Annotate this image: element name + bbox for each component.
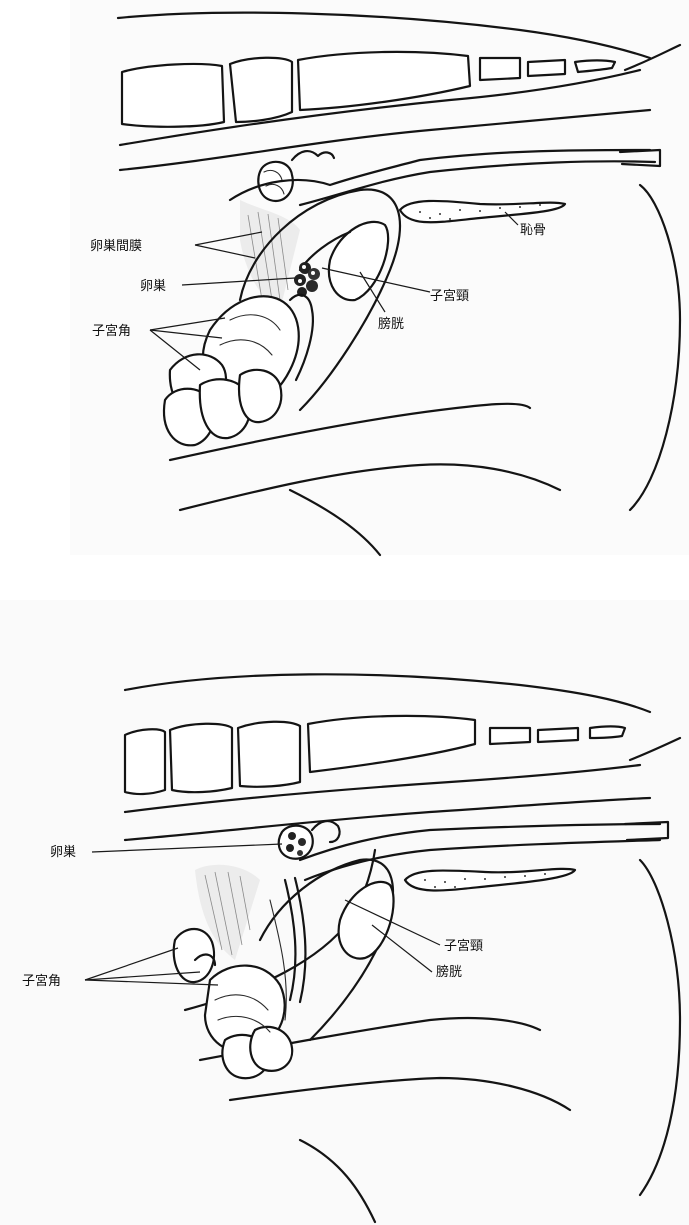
label-cervix-bottom: 子宮頸 [444, 938, 483, 954]
label-cervix-top: 子宮頸 [430, 288, 469, 304]
label-ovary-bottom: 卵巣 [50, 845, 76, 860]
label-uterine-horn-top: 子宮角 [92, 323, 131, 339]
label-mesovarium-top: 卵巣間膜 [90, 239, 142, 254]
label-bladder-bottom: 膀胱 [436, 964, 462, 980]
label-pubis-top: 恥骨 [520, 223, 546, 238]
label-bladder-top: 膀胱 [378, 316, 404, 332]
label-ovary-top: 卵巣 [140, 279, 166, 294]
label-uterine-horn-bottom: 子宮角 [22, 973, 61, 989]
